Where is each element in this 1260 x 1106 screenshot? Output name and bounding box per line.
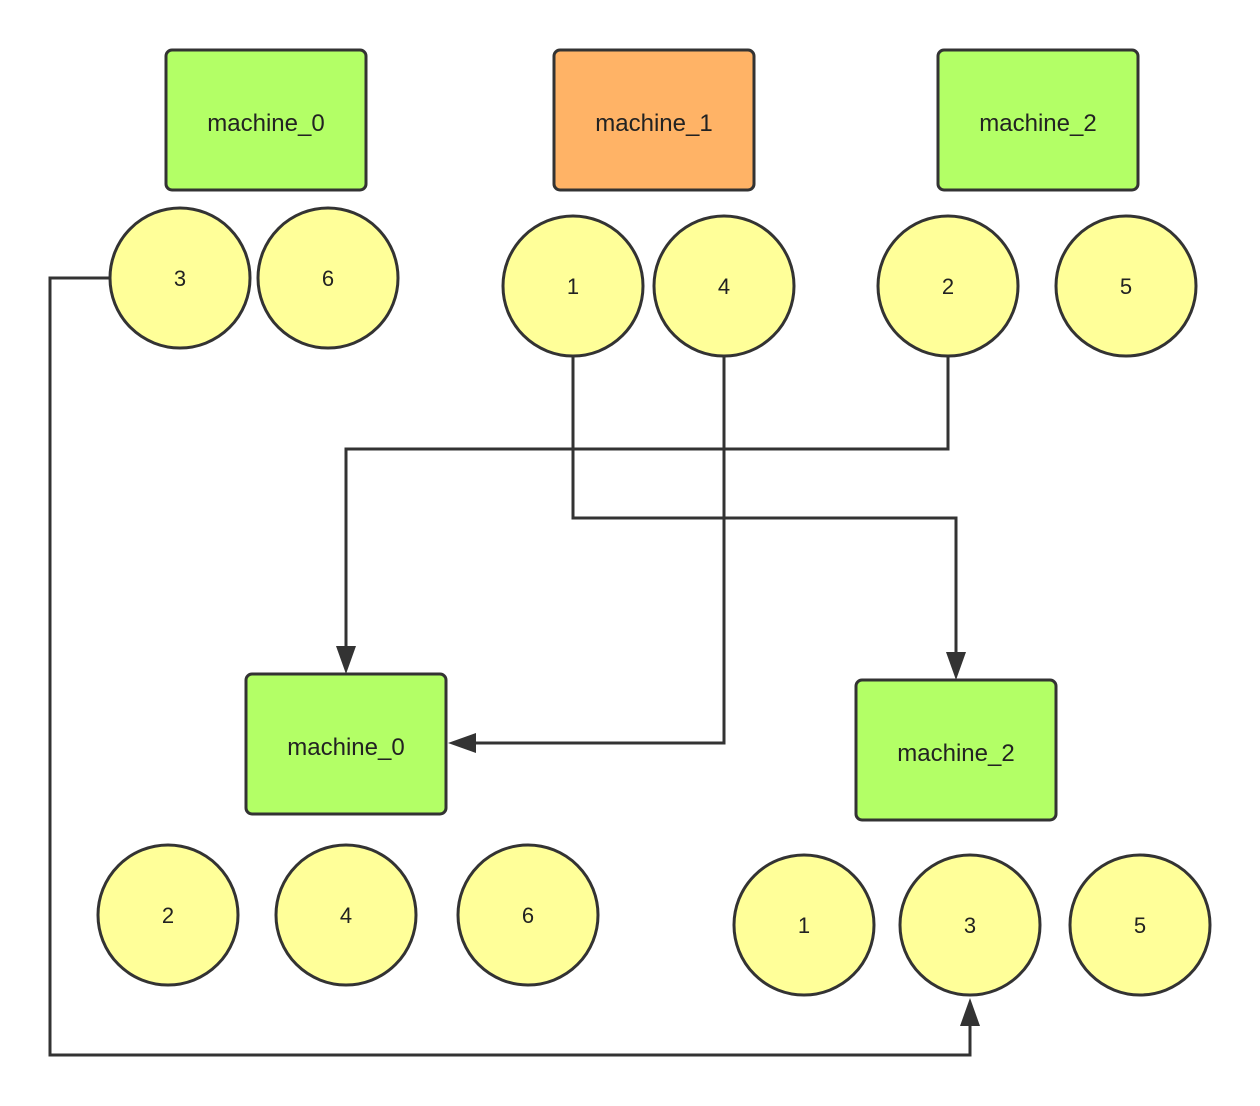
edge-shard-3-to-after-shard-3 bbox=[48, 276, 980, 1057]
before-shard-1-label: 1 bbox=[567, 274, 579, 299]
before-shard-6-label: 6 bbox=[322, 266, 334, 291]
before-shard-4: 4 bbox=[652, 214, 796, 358]
before-shard-2-label: 2 bbox=[942, 274, 954, 299]
after-shard-1: 1 bbox=[732, 853, 876, 997]
after-shard-5-label: 5 bbox=[1134, 913, 1146, 938]
after-machine-2: machine_2 bbox=[854, 678, 1058, 822]
before-machine-2: machine_2 bbox=[936, 48, 1140, 192]
after-shard-1-label: 1 bbox=[798, 913, 810, 938]
after-shard-4: 4 bbox=[274, 843, 418, 987]
before-shard-5: 5 bbox=[1054, 214, 1198, 358]
before-machine-0-label: machine_0 bbox=[207, 110, 324, 137]
before-shard-1: 1 bbox=[501, 214, 645, 358]
before-shard-6: 6 bbox=[256, 206, 400, 350]
before-machine-1-label: machine_1 bbox=[595, 110, 712, 137]
after-shard-4-label: 4 bbox=[340, 903, 352, 928]
after-shard-2: 2 bbox=[96, 843, 240, 987]
before-machine-1: machine_1 bbox=[552, 48, 756, 192]
after-shard-5: 5 bbox=[1068, 853, 1212, 997]
edge-shard-4-to-after-machine-0 bbox=[448, 356, 726, 753]
before-machine-2-label: machine_2 bbox=[979, 110, 1096, 137]
before-shard-3-label: 3 bbox=[174, 266, 186, 291]
before-shard-3: 3 bbox=[108, 206, 252, 350]
after-machine-0: machine_0 bbox=[244, 672, 448, 816]
before-shard-4-label: 4 bbox=[718, 274, 730, 299]
after-shard-3-label: 3 bbox=[964, 913, 976, 938]
edge-shard-2-to-after-machine-0 bbox=[336, 356, 950, 674]
after-shard-2-label: 2 bbox=[162, 903, 174, 928]
after-machine-2-label: machine_2 bbox=[897, 740, 1014, 767]
after-shard-6-label: 6 bbox=[522, 903, 534, 928]
edge-shard-1-to-after-machine-2 bbox=[571, 356, 966, 680]
after-machine-0-label: machine_0 bbox=[287, 734, 404, 761]
before-shard-2: 2 bbox=[876, 214, 1020, 358]
before-machine-0: machine_0 bbox=[164, 48, 368, 192]
before-shard-5-label: 5 bbox=[1120, 274, 1132, 299]
after-shard-6: 6 bbox=[456, 843, 600, 987]
after-shard-3: 3 bbox=[898, 853, 1042, 997]
